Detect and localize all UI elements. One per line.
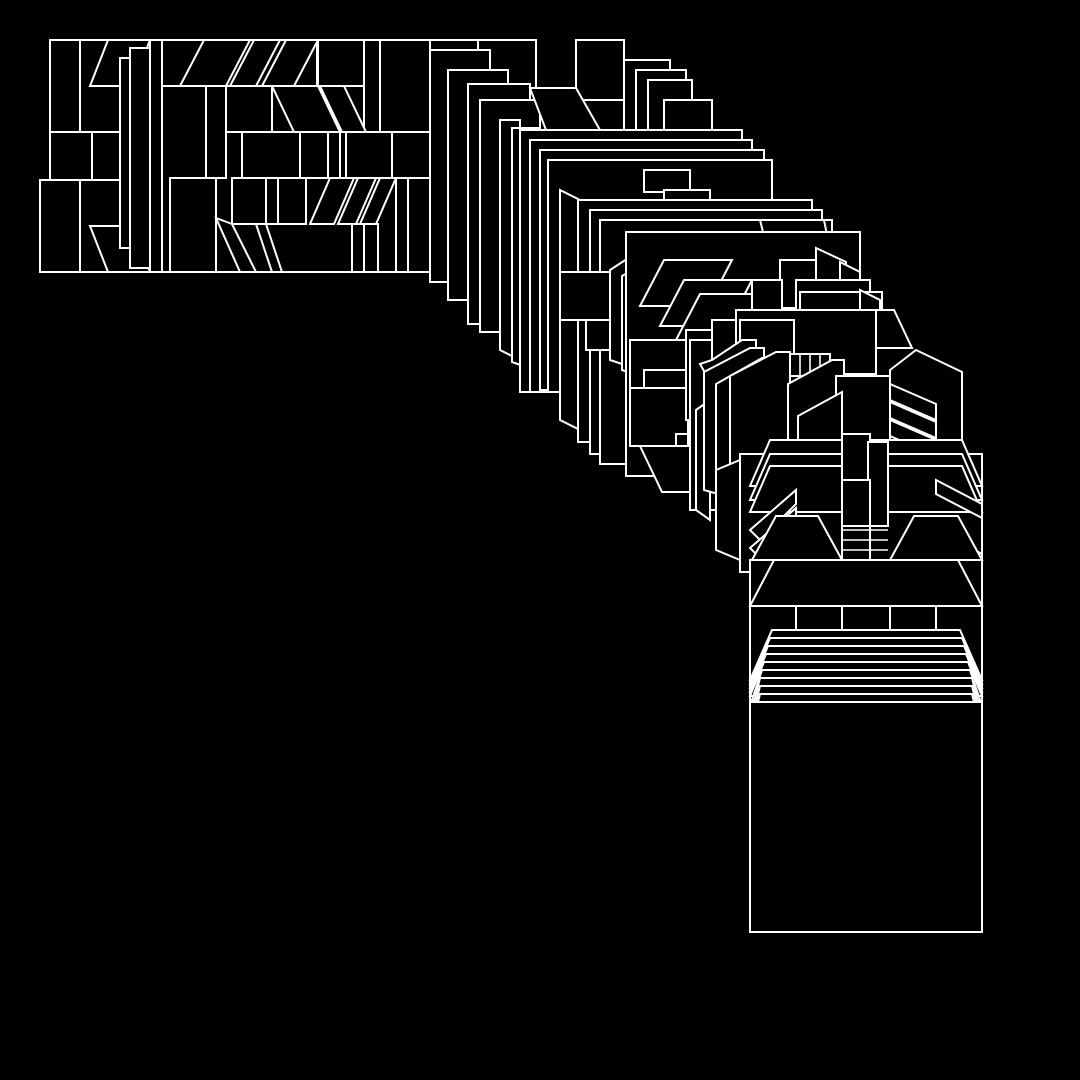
arm-block — [205, 85, 227, 179]
arm-block — [407, 177, 431, 273]
arm-block — [379, 39, 431, 133]
arm-block — [169, 177, 217, 273]
arm-block — [277, 177, 307, 225]
stack-panel — [751, 279, 783, 311]
arm-strip — [265, 177, 279, 225]
arm-slant — [308, 177, 356, 225]
arm-block — [391, 131, 431, 179]
arm-block — [345, 131, 393, 179]
stack-panel — [643, 169, 691, 193]
horizontal-arm — [39, 39, 479, 273]
chevron-band — [756, 693, 976, 703]
vertical-panel — [841, 479, 871, 527]
stack-panel — [559, 271, 611, 321]
arm-strip — [395, 177, 409, 273]
arm-block — [231, 177, 267, 225]
arm-strip — [119, 57, 131, 249]
arm-slant — [214, 216, 258, 273]
stack-panel — [675, 433, 689, 447]
vertical-panel — [795, 605, 843, 631]
stack-panel — [663, 189, 711, 201]
chevron-band — [935, 478, 983, 520]
arm-strip — [351, 223, 365, 273]
stack-panel — [835, 375, 891, 441]
vertical-panel — [889, 605, 937, 631]
stack-panel — [585, 319, 611, 351]
stack-slant — [889, 400, 937, 440]
arm-block — [49, 39, 81, 133]
arm-slant — [336, 177, 378, 225]
arm-block — [317, 39, 365, 87]
arm-block — [39, 179, 81, 273]
arm-block — [241, 131, 301, 179]
arm-strip — [363, 39, 381, 133]
arm-strip — [327, 131, 341, 179]
vertical-arm — [739, 433, 984, 933]
arm-block — [299, 131, 329, 179]
arm-strip — [363, 223, 379, 273]
stack-slant — [715, 458, 741, 562]
stack-slant — [875, 309, 914, 349]
vertical-panel — [841, 605, 891, 631]
trapezoid — [748, 559, 984, 607]
arm-block — [225, 85, 273, 133]
arm-strip — [129, 47, 151, 269]
vertical-base — [749, 701, 983, 933]
arm-slant — [254, 223, 284, 273]
stack-slant — [889, 382, 937, 422]
stack-panel — [575, 39, 625, 101]
chevron-band — [748, 487, 797, 542]
arm-strip — [149, 39, 163, 273]
